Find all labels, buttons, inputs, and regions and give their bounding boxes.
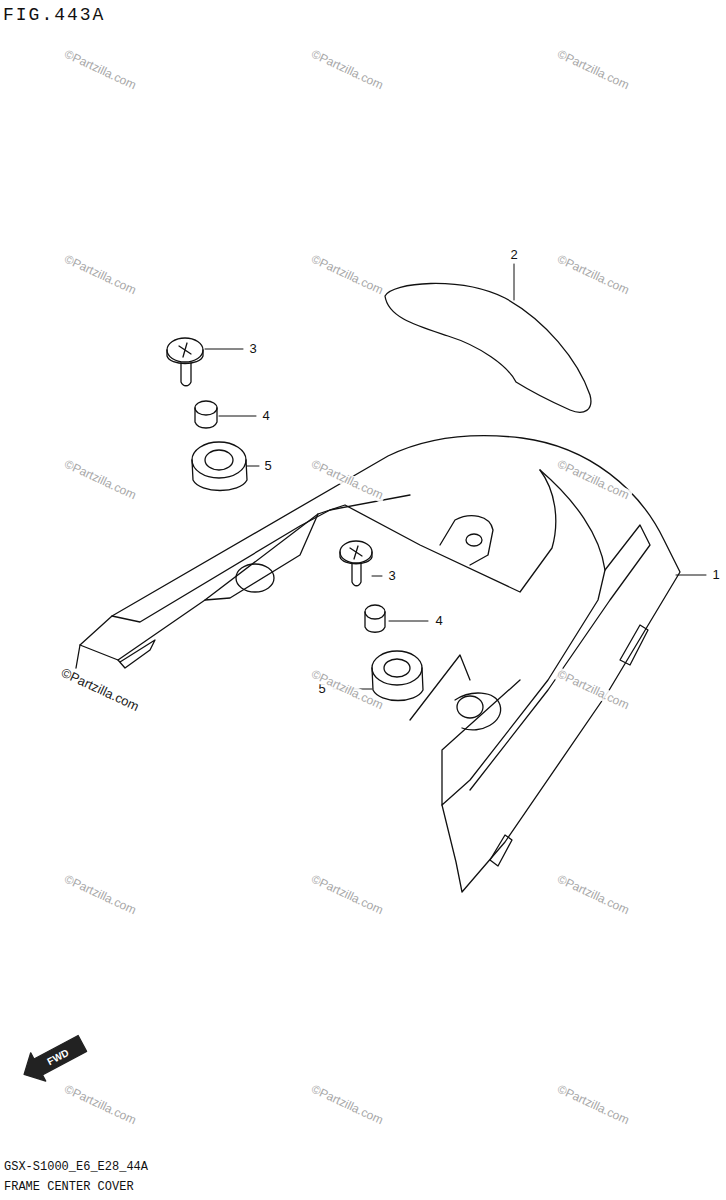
- collar: [365, 605, 385, 619]
- center-cover-arm: [112, 495, 410, 622]
- screw-cross: [350, 546, 362, 559]
- center-cover-outer: [76, 436, 680, 892]
- watermark: ©Partzilla.com: [307, 1082, 386, 1128]
- center-cover-rib: [205, 514, 318, 600]
- watermark: ©Partzilla.com: [307, 252, 386, 298]
- collar: [195, 408, 217, 428]
- center-cover-inner: [80, 470, 556, 660]
- grommet-hole: [205, 450, 233, 470]
- callout-number: 4: [433, 614, 444, 628]
- callout-number: 3: [247, 342, 258, 356]
- mount-hole: [236, 564, 274, 592]
- watermark: ©Partzilla.com: [553, 667, 632, 713]
- screw-cross: [179, 343, 191, 357]
- watermark: ©Partzilla.com: [307, 47, 386, 93]
- watermark: ©Partzilla.com: [553, 252, 632, 298]
- leader-line: [219, 416, 256, 417]
- watermark: ©Partzilla.com: [553, 872, 632, 918]
- grommet-hole: [384, 659, 410, 677]
- screw-shank: [352, 564, 361, 586]
- callout-number: 4: [260, 409, 271, 423]
- callout-number: 3: [386, 569, 397, 583]
- leader-line: [205, 349, 243, 350]
- watermark: ©Partzilla.com: [60, 47, 139, 93]
- screw-head: [167, 338, 203, 362]
- grommet: [192, 460, 247, 491]
- center-cover-right-face: [470, 525, 650, 790]
- watermark: ©Partzilla.com: [60, 252, 139, 298]
- watermark: ©Partzilla.com: [553, 1082, 632, 1128]
- watermark: ©Partzilla.com: [307, 872, 386, 918]
- forward-arrow: [17, 1029, 90, 1088]
- collar: [195, 401, 217, 415]
- screw-head: [340, 541, 372, 563]
- callout-number: 5: [262, 459, 273, 473]
- leader-line: [372, 576, 382, 577]
- watermark: ©Partzilla.com: [60, 1082, 139, 1128]
- center-cover-left-arm-edge: [118, 640, 155, 668]
- mount-hole: [457, 696, 483, 718]
- cover-lug: [490, 625, 648, 866]
- cover-pad: [385, 283, 591, 412]
- watermark: ©Partzilla.com: [60, 872, 139, 918]
- tab-hole: [466, 534, 482, 546]
- leader-line: [389, 621, 428, 622]
- watermark: ©Partzilla.com: [553, 457, 632, 503]
- drawing-code: GSX-S1000_E6_E28_44A: [4, 1161, 148, 1174]
- leader-line: [514, 264, 515, 300]
- callout-number: 2: [508, 248, 519, 262]
- center-cover-right-arm: [442, 470, 605, 805]
- figure-title: FIG.443A: [3, 6, 105, 26]
- watermark: ©Partzilla.com: [553, 47, 632, 93]
- grommet: [372, 668, 423, 701]
- callout-number: 1: [710, 568, 721, 582]
- watermark: ©Partzilla.com: [60, 457, 139, 503]
- center-cover-tab: [440, 516, 493, 565]
- grommet: [372, 651, 422, 685]
- screw-shank: [181, 363, 191, 386]
- leader-line: [676, 575, 706, 576]
- leader-line: [247, 466, 259, 467]
- mount-boss: [410, 655, 501, 730]
- collar: [365, 612, 385, 632]
- watermark: ©Partzilla.com: [57, 665, 143, 715]
- figure-caption: FRAME CENTER COVER: [4, 1181, 134, 1194]
- grommet: [192, 442, 246, 478]
